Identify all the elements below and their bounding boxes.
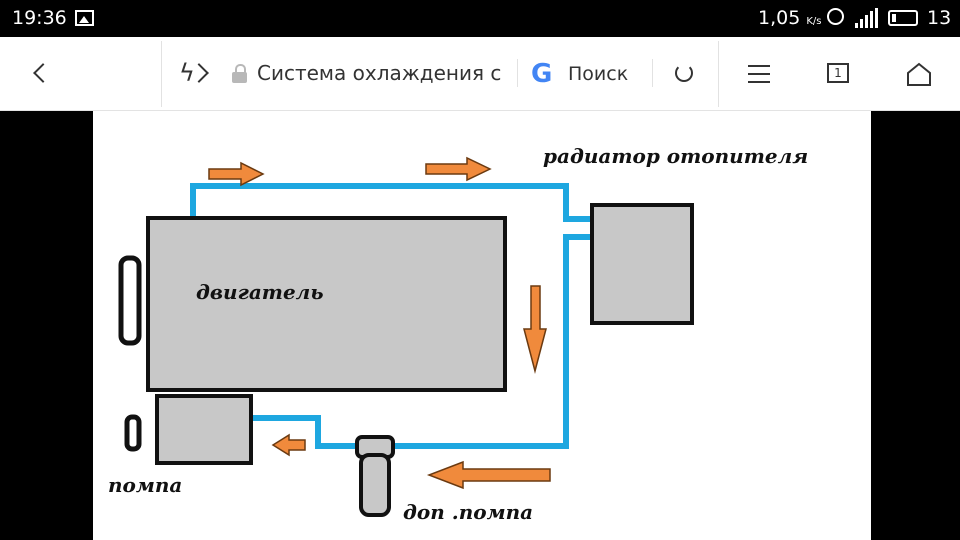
toolbar-divider <box>517 59 518 87</box>
flow-arrows <box>208 156 551 490</box>
engine-side-part <box>118 255 142 346</box>
heater-radiator-block <box>590 203 694 325</box>
toolbar-divider <box>652 59 653 87</box>
pump-side-part <box>124 414 142 452</box>
network-speed: 1,05 K/s <box>758 7 822 29</box>
coolant-pipes <box>190 183 593 449</box>
back-button[interactable] <box>0 37 80 110</box>
battery-level: 13 <box>927 7 952 29</box>
signal-icon <box>855 8 879 28</box>
image-notification-icon <box>75 10 94 26</box>
label-heater-radiator: радиатор отопителя <box>543 144 808 168</box>
status-bar: 19:36 1,05 K/s 13 <box>0 0 960 37</box>
label-pump: помпа <box>108 473 182 497</box>
battery-icon <box>888 10 918 26</box>
pipe-heater-to-pump <box>394 234 593 449</box>
search-label[interactable]: Поиск <box>568 63 629 85</box>
reload-icon[interactable] <box>675 64 693 82</box>
engine-block <box>146 216 507 392</box>
arrow-right-1 <box>208 161 265 187</box>
menu-icon[interactable] <box>748 64 770 84</box>
pipe-engine-to-heater <box>190 183 593 222</box>
address-text[interactable]: Система охлаждения с <box>257 61 502 85</box>
tabs-button[interactable]: 1 <box>827 63 849 83</box>
label-engine: двигатель <box>196 280 324 304</box>
forward-button[interactable] <box>80 37 209 110</box>
browser-toolbar: ϟ Система охлаждения с G Поиск 1 <box>0 37 960 111</box>
toolbar-divider <box>718 41 719 107</box>
arrow-right-2 <box>425 156 492 182</box>
home-icon[interactable] <box>906 62 932 86</box>
network-speed-value: 1,05 <box>758 7 801 29</box>
network-speed-unit: K/s <box>806 16 822 27</box>
lightning-icon[interactable]: ϟ <box>179 59 195 87</box>
arrow-down <box>523 285 547 374</box>
toolbar-divider <box>161 41 162 107</box>
arrow-left-bottom <box>426 460 551 490</box>
page-content: радиатор отопителя двигатель помпа доп .… <box>0 111 960 540</box>
main-pump-block <box>155 394 253 465</box>
extra-pump <box>355 435 395 517</box>
status-time: 19:36 <box>12 7 67 29</box>
lock-icon <box>232 64 247 84</box>
pipe-to-main-pump <box>250 415 356 449</box>
google-icon: G <box>531 59 553 89</box>
cooling-system-diagram: радиатор отопителя двигатель помпа доп .… <box>108 144 808 524</box>
alarm-icon <box>827 8 844 25</box>
label-extra-pump: доп .помпа <box>403 500 533 524</box>
cooling-diagram-image: радиатор отопителя двигатель помпа доп .… <box>93 111 871 540</box>
arrow-left-small <box>271 433 306 457</box>
chevron-left-icon <box>33 63 53 83</box>
